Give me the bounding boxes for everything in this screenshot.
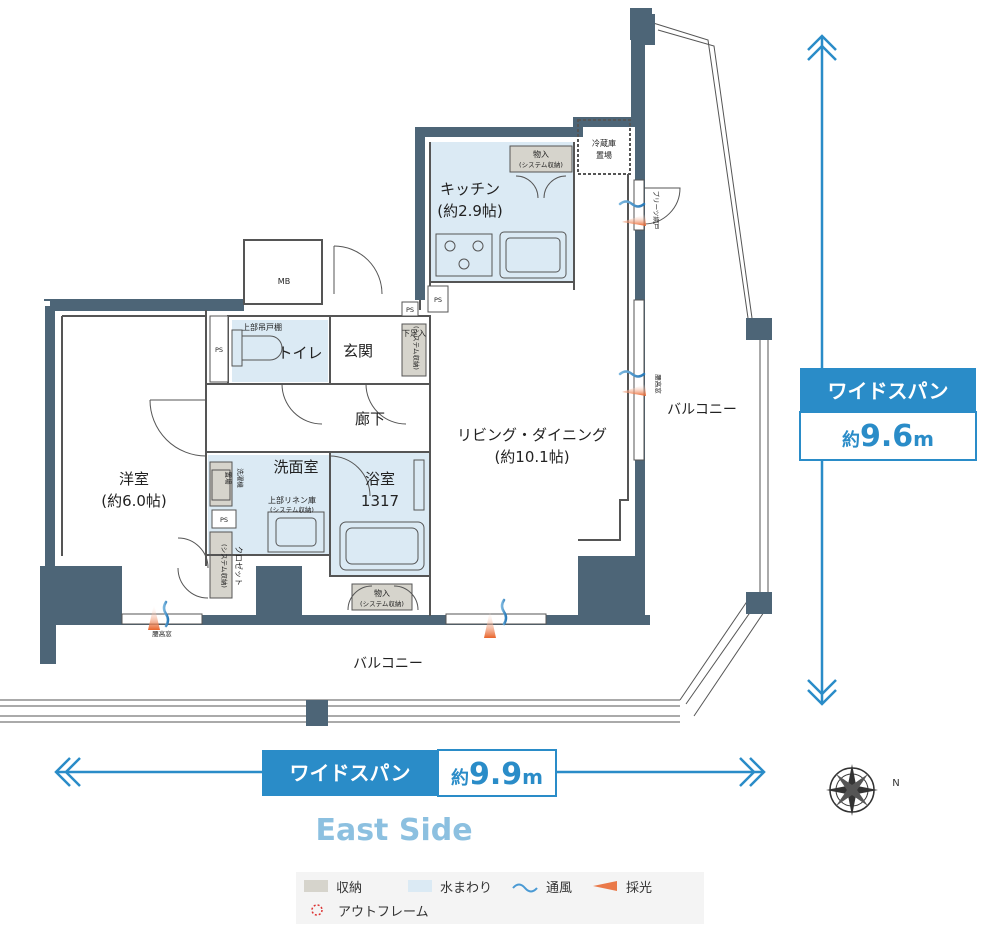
ps-label-entrance: PS [406,306,414,314]
toilet-fixture [231,329,283,367]
outframe-icon [311,904,323,916]
bathtub-fixture [339,459,425,571]
legend-ventilation: 通風 [512,877,572,896]
east-side-label: East Side [315,813,472,848]
storage-areas [209,145,573,611]
storage-swatch [304,880,328,892]
ps-label-kitchen: PS [434,296,442,304]
balcony-storage-sub: (システム収納) [360,599,404,608]
kitchen-storage-label: 物入 [533,149,549,159]
vertical-span-badge: ワイドスパン [828,379,949,403]
daylight-markers [148,214,646,638]
living-label: リビング・ダイニング [457,426,607,444]
compass-icon: N [826,764,900,816]
ps-label-toilet: PS [215,346,223,354]
water-areas [208,142,574,576]
kitchen-storage-sub: (システム収納) [519,160,563,169]
entrance-label: 玄関 [343,342,373,360]
western-room-size: (約6.0帖) [101,492,167,510]
compass-north-letter: N [892,778,899,789]
closet-label: クロゼット [234,546,244,586]
living-size: (約10.1帖) [494,448,569,466]
fridge-sub: 置場 [596,150,612,160]
shoe-box-sub: (システム収納) [412,326,421,370]
washbasin-fixture [211,469,325,553]
ps-label-washroom: PS [220,516,228,524]
kitchen-size: (約2.9帖) [437,202,503,220]
horizontal-span-dimension: ワイドスパン 約9.9m [54,749,766,797]
mb-label: MB [278,277,290,286]
kitchen-label: キッチン [440,180,500,198]
legend-water-label: 水まわり [440,880,493,896]
vertical-span-dimension: ワイドスパン 約9.6m [799,34,977,706]
linen-label: 上部リネン庫 [268,495,316,505]
western-room-label: 洋室 [119,470,149,488]
room-labels: キッチン (約2.9帖) リビング・ダイニング (約10.1帖) 洋室 (約6.… [101,180,607,510]
upper-cabinet-label: 上部吊戸棚 [242,322,282,332]
balcony-label-right: バルコニー [667,402,737,418]
shoe-box-label: 下足入 [402,329,426,338]
closet-sub: (システム収納) [220,544,229,588]
washroom-label: 洗面室 [273,458,318,476]
waist-window-label-bottom: 腰高窓 [152,629,172,638]
windows [121,179,645,625]
fridge-label: 冷蔵庫 [592,138,616,148]
fixture-labels: MB PS PS PS PS 物入 (システム収納) 冷蔵庫 置場 上部吊戸棚 … [152,138,737,672]
balcony-railings [0,21,769,723]
water-swatch [408,880,433,892]
legend-daylight-label: 採光 [626,880,653,896]
door-swings [149,187,681,611]
legend: 収納 水まわり 通風 採光 アウトフレーム [296,872,704,924]
corridor-label: 廊下 [355,410,385,428]
legend-ventilation-label: 通風 [546,880,573,896]
pillars [40,8,652,664]
linen-sub: (システム収納) [270,505,314,514]
washer-label: 洗濯機 [236,468,245,488]
balcony-columns [306,318,772,726]
horizontal-span-badge: ワイドスパン [290,761,411,785]
horizontal-span-value: 約9.9m [451,757,543,792]
balcony-storage-label: 物入 [374,588,390,598]
bathroom-size: 1317 [361,492,399,510]
ps-boxes [209,285,449,529]
legend-outframe-label: アウトフレーム [338,904,429,920]
legend-daylight: 採光 [592,877,652,896]
ventilation-icon [512,883,538,893]
legend-storage: 収納 [304,877,362,896]
daylight-icon [593,881,618,891]
pleats-door-label: プリーツ網戸 [652,191,661,230]
ventilation-markers [162,200,646,628]
washer-sub: 置場 [224,472,233,486]
balcony-label-bottom: バルコニー [353,656,423,672]
waist-window-label-right: 腰高窓 [654,374,663,394]
legend-storage-label: 収納 [336,880,363,896]
toilet-label: トイレ [277,344,322,362]
interior-walls [61,119,631,616]
legend-outframe: アウトフレーム [304,901,429,920]
legend-water: 水まわり [408,877,492,896]
vertical-span-value: 約9.6m [842,419,934,454]
bathroom-label: 浴室 [365,470,395,488]
kitchen-fixtures [435,175,567,279]
